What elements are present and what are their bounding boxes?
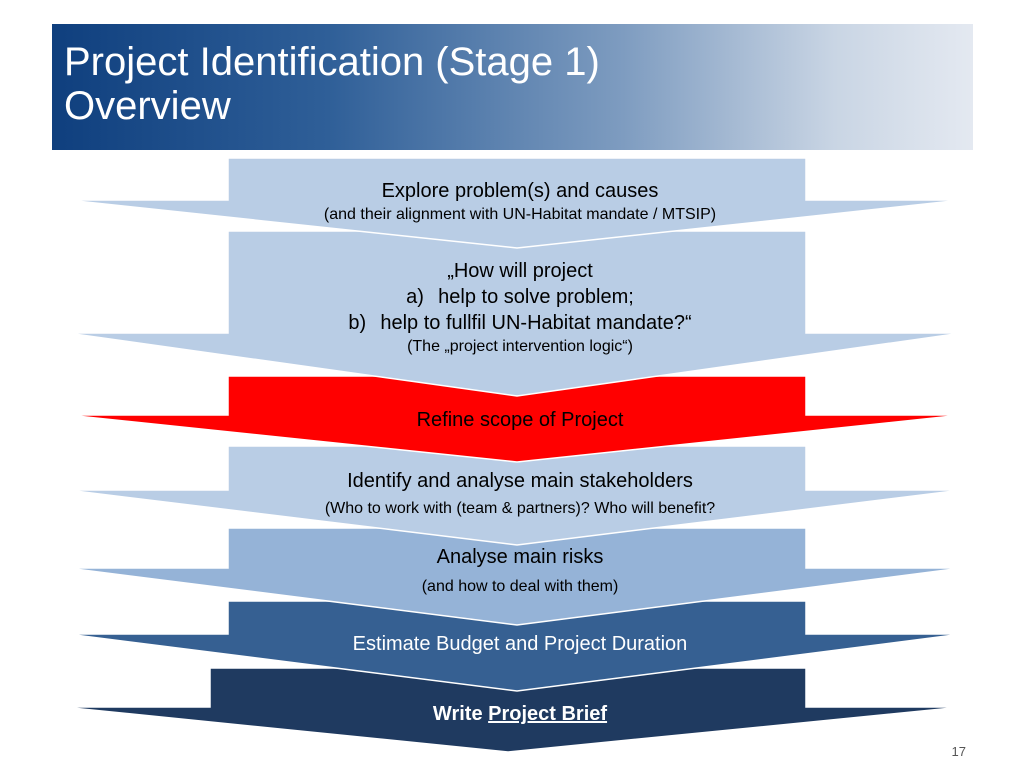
slide-title: Project Identification (Stage 1)	[64, 40, 600, 84]
stage-5-arrow	[66, 527, 963, 626]
stage-7-arrow	[61, 667, 963, 753]
title-bar: Project Identification (Stage 1) Overvie…	[52, 24, 973, 150]
stage-4-arrow	[66, 445, 963, 546]
stage-6-arrow	[66, 600, 963, 692]
stage-7-prefix: Write	[432, 703, 489, 725]
page-number: 17	[951, 744, 966, 759]
stage-2-arrow	[66, 230, 963, 397]
stage-4-main: Identify and analyse main stakeholders	[347, 470, 693, 492]
stage-6-label: Estimate Budget and Project Duration	[260, 631, 780, 657]
stage-2-item-a: a)help to solve problem;	[406, 286, 634, 308]
stage-3-main: Refine scope of Project	[416, 409, 624, 431]
stage-3-label: Refine scope of Project	[260, 407, 780, 433]
stage-5-main: Analyse main risks	[436, 546, 604, 568]
stage-2-question: „How will project	[447, 260, 593, 282]
stage-4-label: Identify and analyse main stakeholders (…	[260, 468, 780, 520]
stage-1-main: Explore problem(s) and causes	[381, 180, 659, 202]
stage-3-arrow	[66, 375, 963, 463]
stage-1-sub: (and their alignment with UN-Habitat man…	[323, 206, 717, 223]
stage-1-label: Explore problem(s) and causes (and their…	[260, 178, 780, 226]
stage-5-label: Analyse main risks (and how to deal with…	[260, 544, 780, 598]
stage-1-arrow	[66, 157, 963, 249]
stage-7-label: Write Project Brief	[260, 701, 780, 727]
stage-2-sub: (The „project intervention logic“)	[407, 338, 633, 355]
stage-2-item-b: b)help to fullfil UN-Habitat mandate?“	[348, 312, 692, 334]
stage-6-main: Estimate Budget and Project Duration	[352, 633, 688, 655]
stage-5-sub: (and how to deal with them)	[421, 578, 619, 595]
stage-4-sub: (Who to work with (team & partners)? Who…	[324, 500, 716, 517]
slide-subtitle: Overview	[64, 84, 231, 128]
stage-2-label: „How will project a)help to solve proble…	[260, 258, 780, 358]
project-brief-link[interactable]: Project Brief	[488, 703, 608, 725]
